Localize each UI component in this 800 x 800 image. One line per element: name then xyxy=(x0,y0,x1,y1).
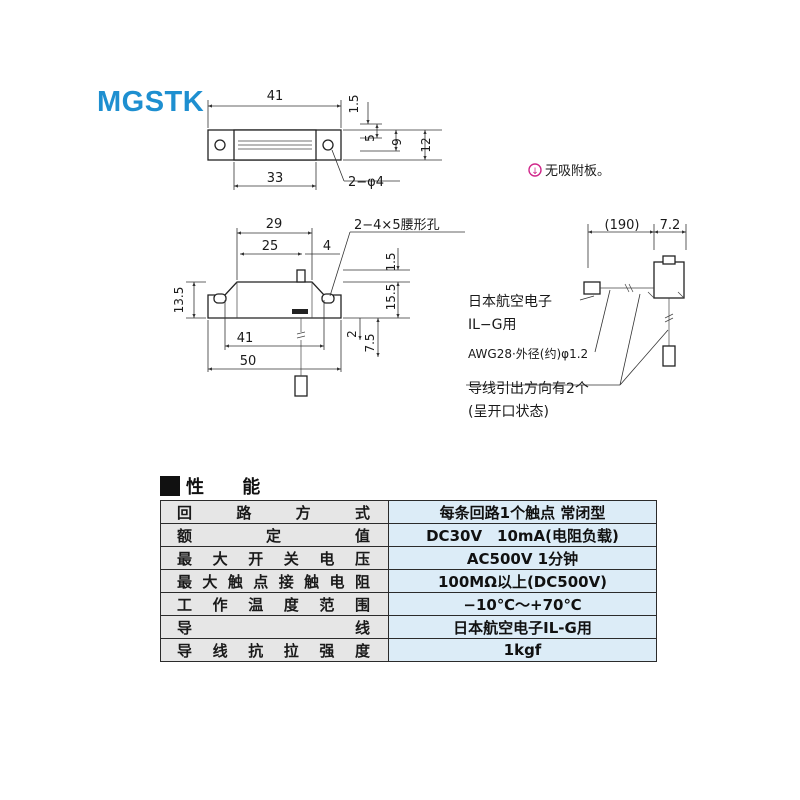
spec-heading-label: 性 能 xyxy=(186,477,277,498)
dim-side-190: (190) xyxy=(605,218,640,233)
mount-hole-left xyxy=(214,139,226,151)
dim-top-12: 12 xyxy=(419,137,433,152)
spec-table: 回路方式 每条回路1个触点 常闭型 额定值 DC30V 10mA(电阻负载) 最… xyxy=(160,500,657,662)
spec-heading: 性 能 xyxy=(160,475,277,498)
spec-key: 额定值 xyxy=(160,523,389,547)
dim-top-1-5: 1.5 xyxy=(347,94,361,113)
table-row: 回路方式 每条回路1个触点 常闭型 xyxy=(160,500,657,524)
callout-lead-direction: 导线引出方向有2个 xyxy=(468,381,589,397)
side-view-cap xyxy=(662,255,676,265)
dim-front-13-5: 13.5 xyxy=(172,287,186,314)
dim-front-4: 4 xyxy=(323,239,331,254)
note-icon xyxy=(528,163,542,177)
spec-key: 最大触点接触电阻 xyxy=(160,569,389,593)
callout-wire-type: IL−G用 xyxy=(468,317,517,333)
dim-front-2: 2 xyxy=(345,330,359,338)
slot-right xyxy=(321,293,335,304)
dim-front-41: 41 xyxy=(237,331,254,346)
label-plate xyxy=(292,309,308,314)
spec-key: 最大开关电压 xyxy=(160,546,389,570)
side-view-body xyxy=(653,261,685,299)
dim-top-41: 41 xyxy=(267,89,284,104)
side-lead-end xyxy=(662,345,676,367)
model-title: MGSTK xyxy=(97,86,205,118)
terminal xyxy=(296,269,306,283)
heading-square-icon xyxy=(160,476,180,496)
spec-value: 1kgf xyxy=(388,638,657,662)
dim-front-29: 29 xyxy=(266,217,283,232)
dim-top-holes: 2−φ4 xyxy=(348,175,384,190)
dim-top-33: 33 xyxy=(267,171,284,186)
dim-top-5: 5 xyxy=(363,134,377,142)
spec-key: 导线 xyxy=(160,615,389,639)
spec-key: 工作温度范围 xyxy=(160,592,389,616)
callout-state: (呈开口状态) xyxy=(468,404,549,420)
spec-key: 导线抗拉强度 xyxy=(160,638,389,662)
spec-value: 100MΩ以上(DC500V) xyxy=(388,569,657,593)
side-view: ↓ 无吸附板。 (190) 7.2 日本航空电子 IL−G用 AWG28· xyxy=(466,163,687,420)
dim-side-7-2: 7.2 xyxy=(660,218,681,233)
table-row: 导线抗拉强度 1kgf xyxy=(160,638,657,662)
table-row: 最大开关电压 AC500V 1分钟 xyxy=(160,546,657,570)
table-row: 导线 日本航空电子IL-G用 xyxy=(160,615,657,639)
dim-front-50: 50 xyxy=(240,354,257,369)
lead-wire-end xyxy=(294,375,308,397)
dim-front-1-5: 1.5 xyxy=(384,252,398,271)
top-view: 41 33 2−φ4 1.5 5 9 12 xyxy=(207,89,442,190)
front-view: 29 25 4 2−4×5腰形孔 13.5 1.5 15.5 2 7.5 xyxy=(172,217,465,397)
side-note: 无吸附板。 xyxy=(545,164,610,179)
dim-front-slots: 2−4×5腰形孔 xyxy=(354,218,440,233)
spec-key: 回路方式 xyxy=(160,500,389,524)
technical-drawing: 41 33 2−φ4 1.5 5 9 12 xyxy=(172,89,687,420)
dim-front-25: 25 xyxy=(262,239,279,254)
spec-value: 日本航空电子IL-G用 xyxy=(388,615,657,639)
dim-front-15-5: 15.5 xyxy=(384,284,398,311)
dim-top-9: 9 xyxy=(390,138,404,146)
spec-value: AC500V 1分钟 xyxy=(388,546,657,570)
spec-value: −10℃～+70℃ xyxy=(388,592,657,616)
table-row: 额定值 DC30V 10mA(电阻负载) xyxy=(160,523,657,547)
slot-left xyxy=(213,293,227,304)
front-view-body xyxy=(207,281,342,319)
table-row: 工作温度范围 −10℃～+70℃ xyxy=(160,592,657,616)
spec-value: DC30V 10mA(电阻负载) xyxy=(388,523,657,547)
side-lead-connector xyxy=(583,281,601,295)
note-icon-glyph: ↓ xyxy=(531,167,539,177)
callout-wire-brand: 日本航空电子 xyxy=(468,294,552,310)
dim-front-7-5: 7.5 xyxy=(363,333,377,352)
mount-hole-right xyxy=(322,139,334,151)
table-row: 最大触点接触电阻 100MΩ以上(DC500V) xyxy=(160,569,657,593)
spec-value: 每条回路1个触点 常闭型 xyxy=(388,500,657,524)
callout-wire-spec: AWG28·外径(约)φ1.2 xyxy=(468,346,588,361)
